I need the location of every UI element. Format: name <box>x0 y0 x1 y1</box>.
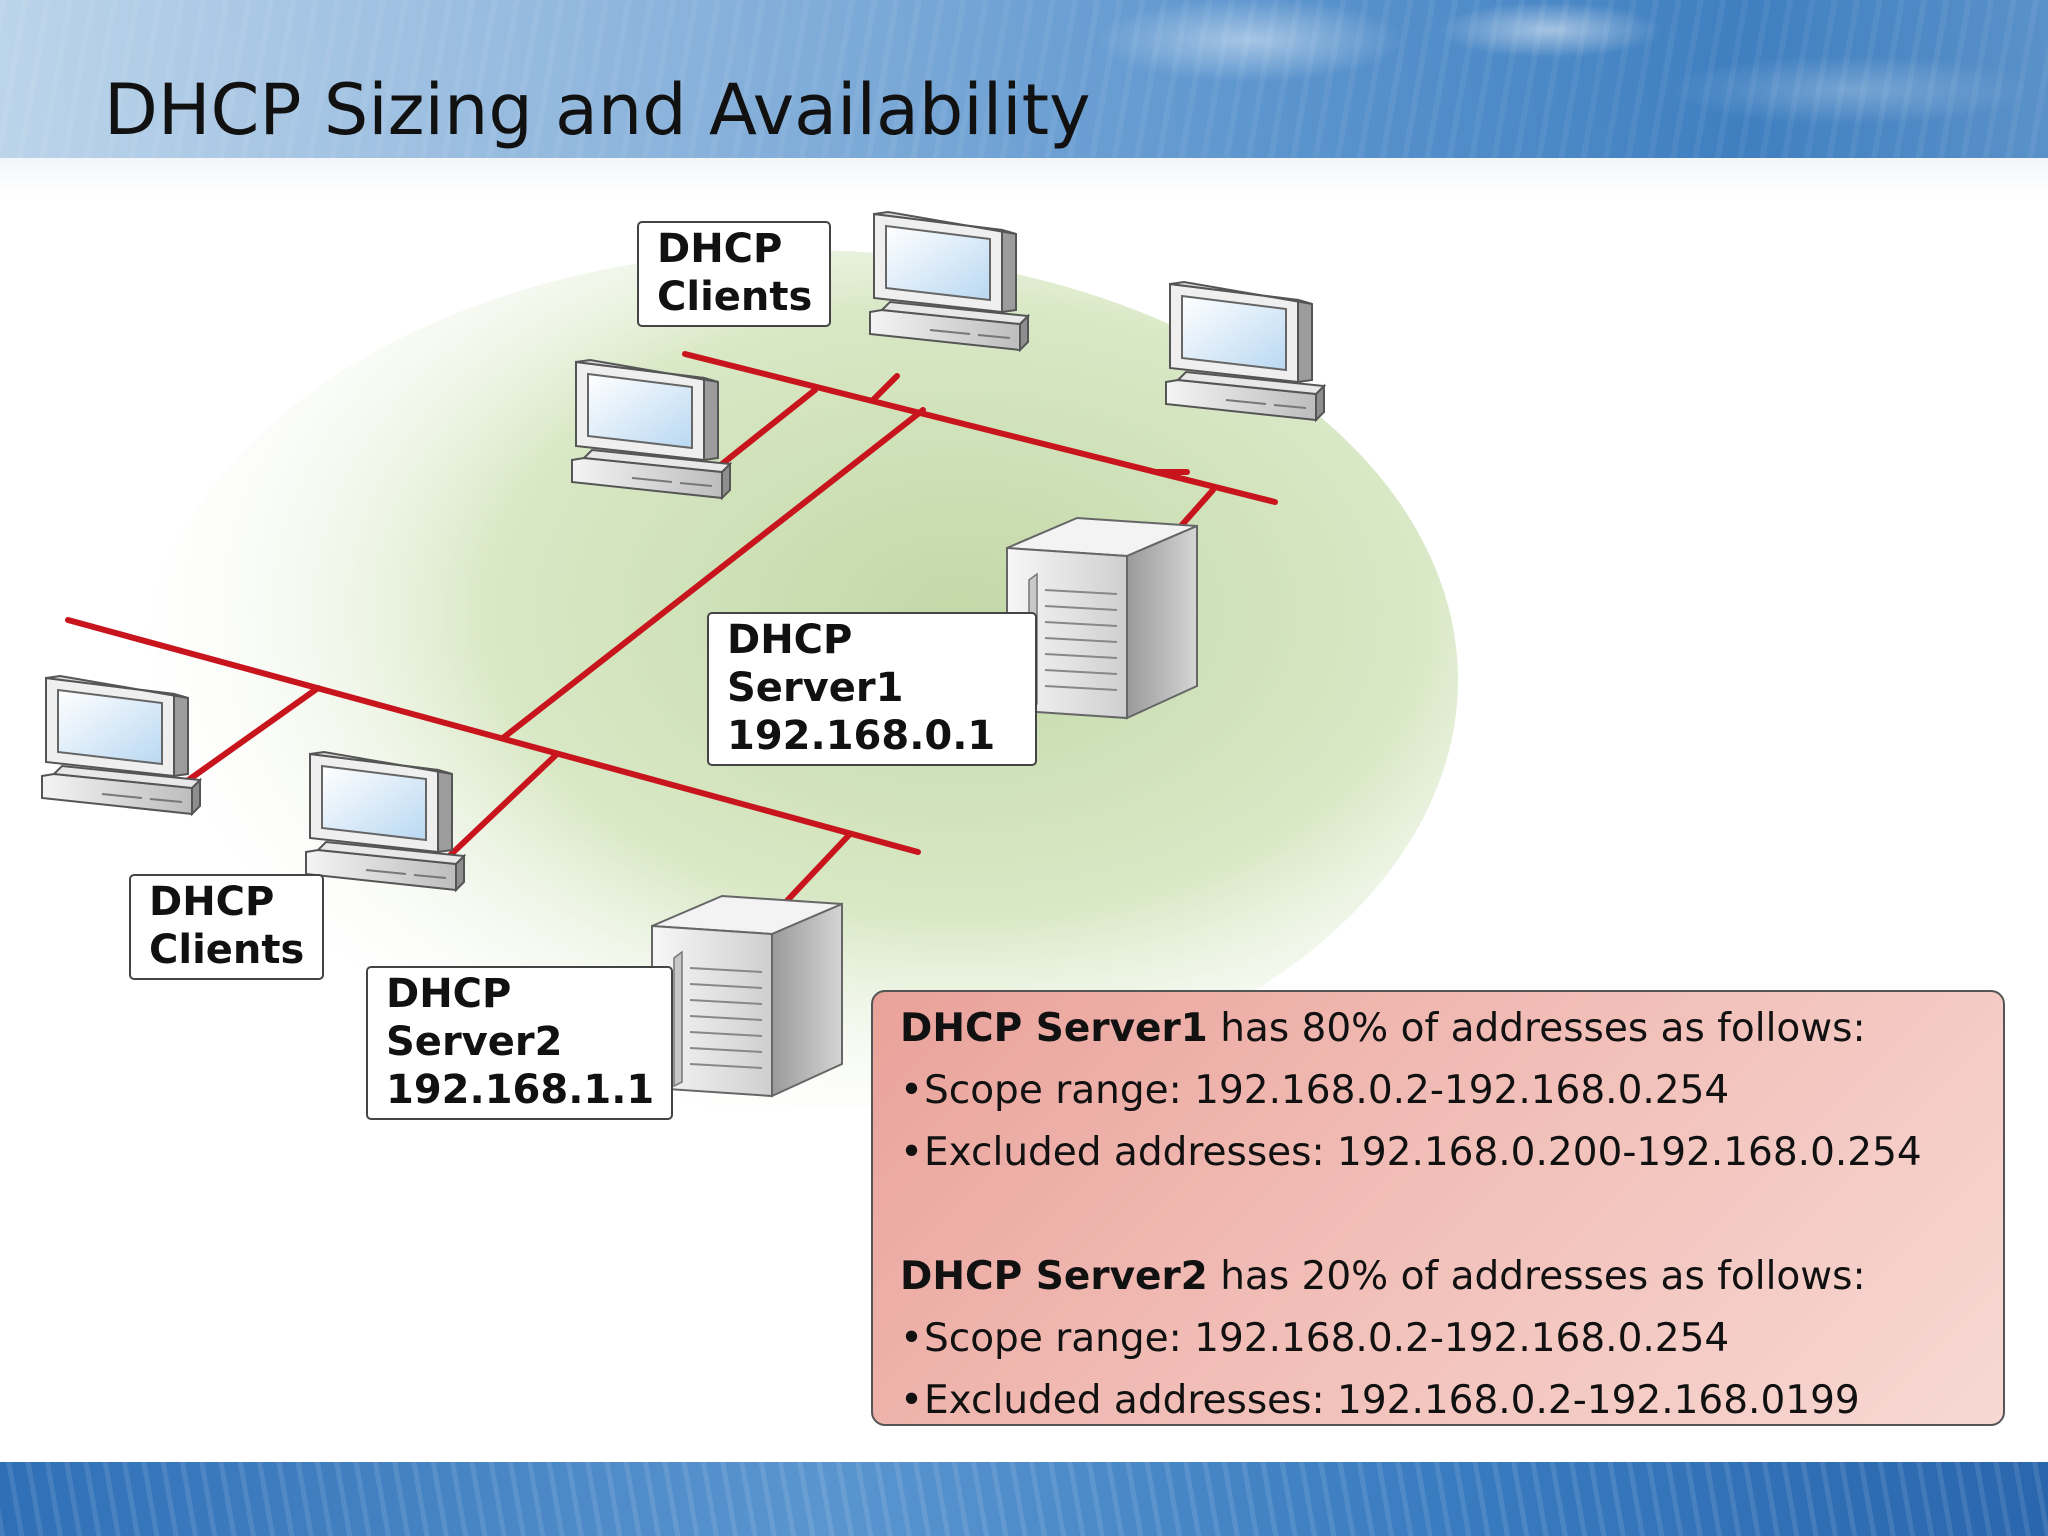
server1-label: DHCP Server1 192.168.0.1 <box>707 612 1037 766</box>
page-title: DHCP Sizing and Availability <box>104 69 1091 151</box>
server1-excluded: •Excluded addresses: 192.168.0.200-192.1… <box>900 1130 1922 1175</box>
server-icon <box>651 895 843 1097</box>
server2-scope: •Scope range: 192.168.0.2-192.168.0.254 <box>900 1316 1730 1361</box>
clients-top-label: DHCP Clients <box>637 221 831 327</box>
server2-excluded: •Excluded addresses: 192.168.0.2-192.168… <box>900 1378 1860 1423</box>
server1-scope: •Scope range: 192.168.0.2-192.168.0.254 <box>900 1068 1730 1113</box>
address-allocation-box: DHCP Server1 has 80% of addresses as fol… <box>871 990 2005 1426</box>
desktop-computer-icon <box>869 211 1029 351</box>
desktop-computer-icon <box>41 675 201 815</box>
footer-background <box>0 1462 2048 1536</box>
desktop-computer-icon <box>1165 281 1325 421</box>
server2-summary: DHCP Server2 has 20% of addresses as fol… <box>900 1254 1866 1299</box>
server1-summary: DHCP Server1 has 80% of addresses as fol… <box>900 1006 1866 1051</box>
header-background <box>0 0 2048 158</box>
clients-bottom-label: DHCP Clients <box>129 874 324 980</box>
server2-label: DHCP Server2 192.168.1.1 <box>366 966 673 1120</box>
desktop-computer-icon <box>571 359 731 499</box>
network-cables <box>65 351 1278 908</box>
header-fade <box>0 158 2048 198</box>
desktop-computer-icon <box>305 751 465 891</box>
